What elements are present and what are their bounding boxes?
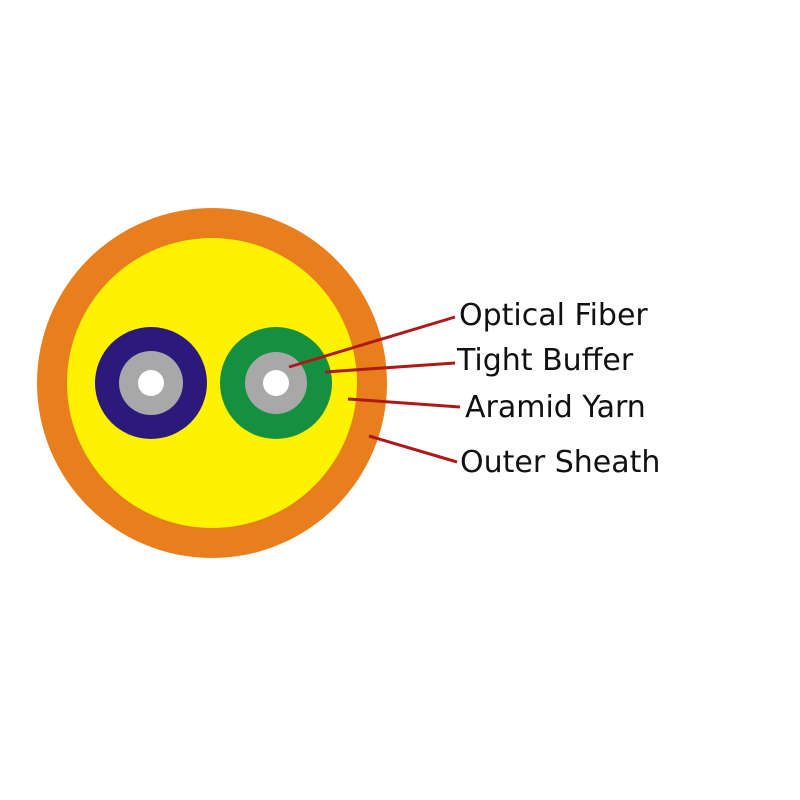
leader-line-aramid-yarn xyxy=(347,397,461,409)
label-aramid-yarn: Aramid Yarn xyxy=(465,390,646,425)
fiber-unit-right xyxy=(220,327,332,439)
optical-fiber-core-left xyxy=(138,370,164,396)
fiber-unit-left xyxy=(95,327,207,439)
label-tight-buffer: Tight Buffer xyxy=(456,343,634,378)
aramid-yarn xyxy=(67,238,357,528)
label-outer-sheath: Outer Sheath xyxy=(460,445,660,480)
leader-line-tight-buffer xyxy=(324,361,456,374)
optical-fiber-core-right xyxy=(263,370,289,396)
leader-line-optical-fiber xyxy=(288,315,456,369)
label-optical-fiber: Optical Fiber xyxy=(459,298,648,333)
leader-line-outer-sheath xyxy=(368,434,458,464)
